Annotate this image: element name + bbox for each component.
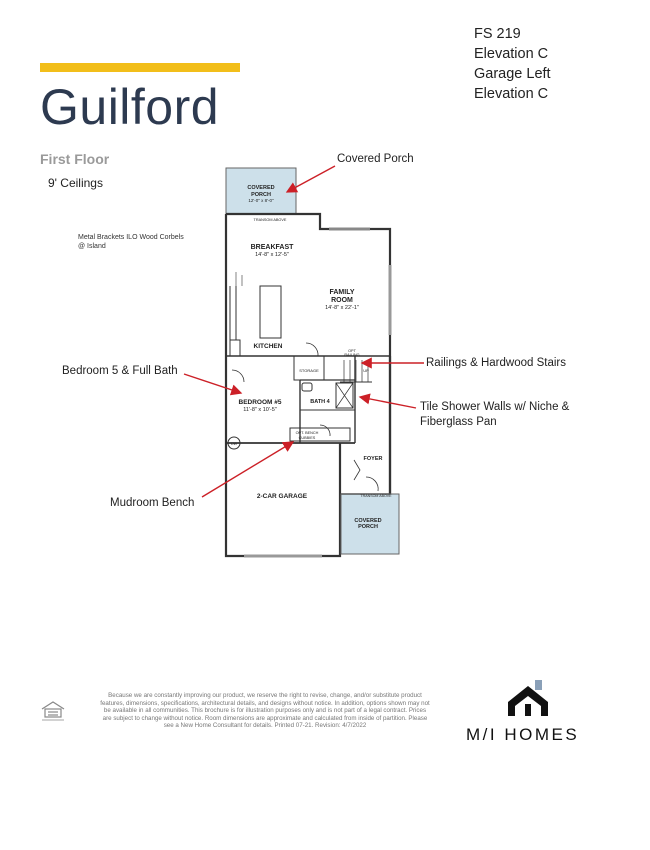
label-storage: STORAGE <box>299 368 319 373</box>
label-transom-rear: TRANSOM ABOVE <box>254 218 287 222</box>
callout-mudroom: Mudroom Bench <box>110 497 195 509</box>
island-note: Metal Brackets ILO Wood Corbels @ Island <box>78 233 208 251</box>
label-garage: 2-CAR GARAGE <box>257 493 308 500</box>
label-kitchen: KITCHEN <box>254 343 283 350</box>
elevation-info: FS 219 Elevation C Garage Left Elevation… <box>474 24 551 104</box>
callout-bedroom5: Bedroom 5 & Full Bath <box>62 365 178 377</box>
arrow-bedroom5 <box>183 373 243 396</box>
callout-tile-shower: Tile Shower Walls w/ Niche & Fiberglass … <box>420 400 569 430</box>
label-family-room: FAMILY <box>329 289 354 296</box>
label-opt-railing: OPT <box>348 349 356 353</box>
label-covered-porch-front: COVERED <box>354 518 381 524</box>
elevation-line: Elevation C <box>474 46 549 62</box>
accent-bar <box>40 63 240 72</box>
equal-housing-opportunity-icon <box>41 701 65 721</box>
label-stairs-up: UP <box>363 368 369 373</box>
rear-porch-fill <box>226 168 296 214</box>
callout-tile-shower-line2: Fiberglass Pan <box>420 416 497 428</box>
floor-subtitle: First Floor <box>40 151 110 167</box>
arrow-mudroom <box>201 441 295 498</box>
label-family-room-2: ROOM <box>331 297 353 304</box>
label-breakfast: BREAKFAST <box>251 244 295 251</box>
dim-family-room: 14'-8" x 22'-1" <box>325 305 359 311</box>
label-cubbies: CUBBIES <box>299 436 316 440</box>
fs-code: FS 219 <box>474 26 521 42</box>
label-foyer: FOYER <box>364 456 383 462</box>
label-bedroom5: BEDROOM #5 <box>239 399 282 406</box>
label-bath4: BATH 4 <box>310 399 330 405</box>
legal-disclaimer: Because we are constantly improving our … <box>100 692 430 730</box>
label-covered-porch-rear-2: PORCH <box>251 192 271 198</box>
label-opt-bench: OPT. BENCH <box>296 431 319 435</box>
dim-breakfast: 14'-8" x 12'-5" <box>255 252 289 258</box>
callout-tile-shower-line1: Tile Shower Walls w/ Niche & <box>420 401 570 413</box>
arrow-tile-shower <box>358 393 417 409</box>
dim-covered-porch-rear: 12'-0" x 8'-0" <box>248 198 274 203</box>
island-note-line2: @ Island <box>78 243 106 250</box>
callout-covered-porch: Covered Porch <box>337 153 414 165</box>
label-covered-porch-rear: COVERED <box>247 185 274 191</box>
plan-title: Guilford <box>40 79 220 135</box>
elevation-line-2: Elevation C <box>474 86 549 102</box>
mi-homes-house-logo-icon <box>508 680 548 716</box>
label-opt-railing-2: RAILING <box>344 353 359 357</box>
brand-wordmark: M/I HOMES <box>466 725 580 744</box>
garage-line: Garage Left <box>474 66 551 82</box>
arrow-covered-porch <box>285 165 336 193</box>
callout-railings: Railings & Hardwood Stairs <box>426 357 566 369</box>
callout-arrows <box>183 165 424 498</box>
dim-bedroom5: 11'-8" x 10'-5" <box>243 407 276 413</box>
front-porch-fill <box>341 494 399 554</box>
ceiling-height-note: 9' Ceilings <box>48 176 103 190</box>
label-covered-porch-front-2: PORCH <box>358 524 378 530</box>
label-transom-front: TRANSOM ABOVE <box>360 494 392 498</box>
island-note-line1: Metal Brackets ILO Wood Corbels <box>78 234 184 241</box>
label-dw: DW <box>231 442 238 446</box>
